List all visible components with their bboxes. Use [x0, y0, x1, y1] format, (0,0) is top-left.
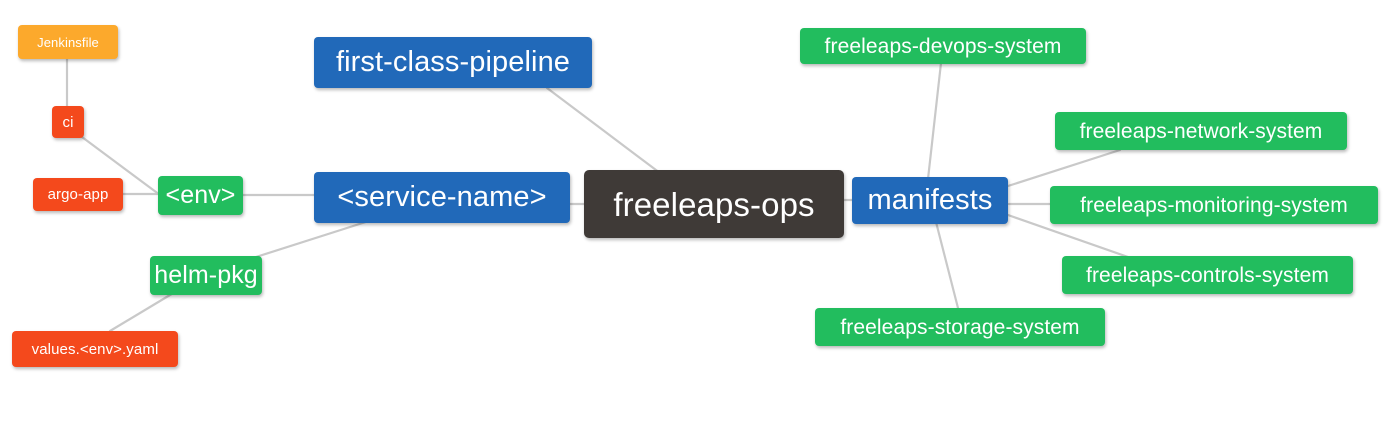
edge-helmpkg-servicename [254, 218, 374, 259]
node-label: <env> [165, 181, 236, 209]
edge-valuesyaml-helmpkg [108, 290, 177, 333]
node-label: Jenkinsfile [37, 34, 99, 50]
node-freeleaps-storage-system[interactable]: freeleaps-storage-system [815, 308, 1105, 346]
node-jenkinsfile[interactable]: Jenkinsfile [18, 25, 118, 59]
node-label: freeleaps-devops-system [824, 34, 1062, 58]
node-label: freeleaps-network-system [1079, 119, 1323, 143]
node-label: freeleaps-storage-system [840, 315, 1080, 339]
node-values-yaml[interactable]: values.<env>.yaml [12, 331, 178, 367]
node-label: helm-pkg [154, 261, 258, 289]
edge-firstclasspipeline-root [545, 86, 662, 175]
node-label: <service-name> [337, 181, 547, 213]
node-label: freeleaps-monitoring-system [1080, 193, 1348, 217]
node-label: values.<env>.yaml [31, 340, 159, 358]
node-freeleaps-devops-system[interactable]: freeleaps-devops-system [800, 28, 1086, 64]
node-argo-app[interactable]: argo-app [33, 178, 123, 211]
node-label: freeleaps-ops [613, 185, 815, 223]
edge-manifests-devops [926, 61, 943, 181]
node-root-freeleaps-ops[interactable]: freeleaps-ops [584, 170, 844, 238]
node-freeleaps-controls-system[interactable]: freeleaps-controls-system [1062, 256, 1353, 294]
node-label: first-class-pipeline [335, 46, 571, 78]
node-label: manifests [867, 184, 993, 216]
node-manifests[interactable]: manifests [852, 177, 1008, 224]
node-label: freeleaps-controls-system [1086, 263, 1329, 287]
node-freeleaps-monitoring-system[interactable]: freeleaps-monitoring-system [1050, 186, 1378, 224]
node-env[interactable]: <env> [158, 176, 243, 215]
edge-manifests-storage [934, 220, 960, 310]
node-freeleaps-network-system[interactable]: freeleaps-network-system [1055, 112, 1347, 150]
node-ci[interactable]: ci [52, 106, 84, 138]
node-helm-pkg[interactable]: helm-pkg [150, 256, 262, 295]
edge-manifests-network [1006, 148, 1122, 188]
node-label: argo-app [47, 186, 109, 203]
node-service-name[interactable]: <service-name> [314, 172, 570, 223]
node-label: ci [62, 113, 74, 131]
node-first-class-pipeline[interactable]: first-class-pipeline [314, 37, 592, 88]
